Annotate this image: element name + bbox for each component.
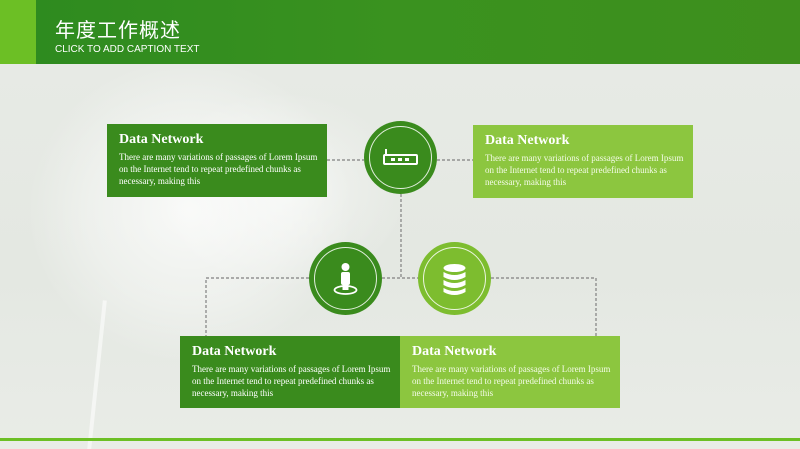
person-icon [333,263,358,295]
card-text: There are many variations of passages of… [485,153,684,187]
database-icon [443,264,466,295]
router-circle[interactable] [364,121,437,194]
connector-bottom-right [491,277,597,336]
person-circle[interactable] [309,242,382,315]
card-title: Data Network [485,133,570,148]
router-icon [383,149,418,165]
connector-bottom-left [205,277,309,336]
header-bar: 年度工作概述 CLICK TO ADD CAPTION TEXT [0,0,800,64]
card-title: Data Network [192,344,277,359]
card-top-right[interactable]: Data Network There are many variations o… [473,125,693,198]
database-circle[interactable] [418,242,491,315]
card-text: There are many variations of passages of… [412,364,611,398]
card-bottom-left[interactable]: Data Network There are many variations o… [180,336,400,408]
footer-line [0,438,800,441]
card-title: Data Network [119,132,204,147]
card-text: There are many variations of passages of… [192,364,391,398]
page-subtitle[interactable]: CLICK TO ADD CAPTION TEXT [55,44,200,55]
card-text: There are many variations of passages of… [119,152,318,186]
header-accent [0,0,36,64]
card-bottom-right[interactable]: Data Network There are many variations o… [400,336,620,408]
card-top-left[interactable]: Data Network There are many variations o… [107,124,327,197]
page-title[interactable]: 年度工作概述 [55,18,181,42]
card-title: Data Network [412,344,497,359]
